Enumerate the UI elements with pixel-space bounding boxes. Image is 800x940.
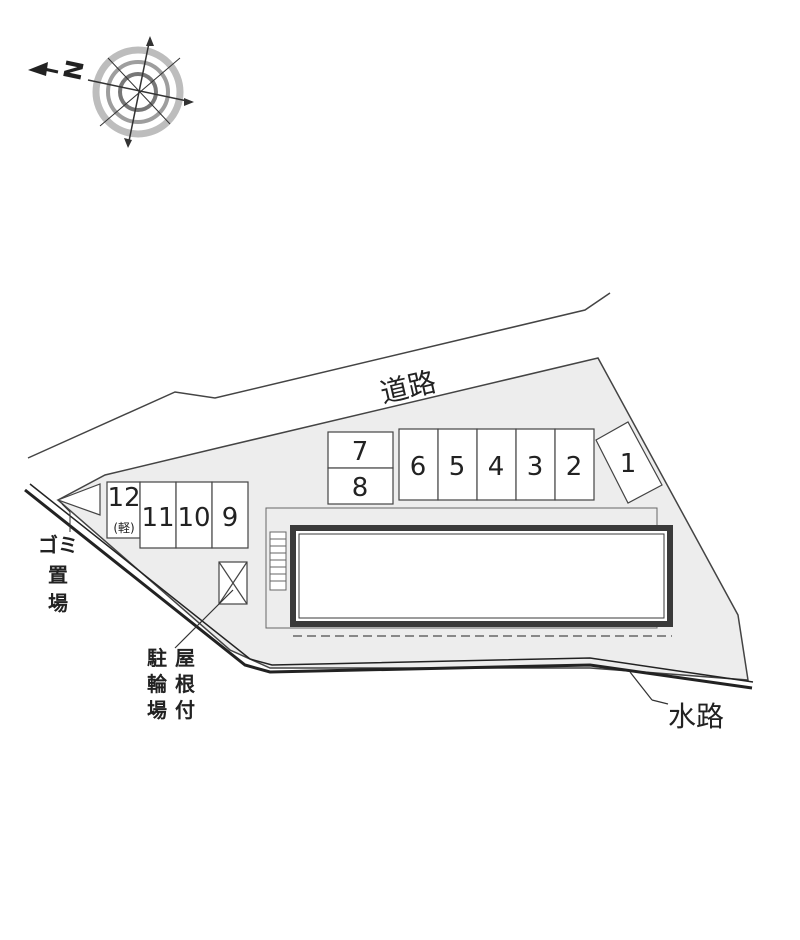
parking-space-6 (398, 428, 439, 501)
parking-space-10 (175, 481, 213, 549)
parking-row-top: 6 5 4 3 2 (398, 428, 595, 501)
parking-space-8 (327, 467, 394, 505)
parking-space-4-number: 4 (488, 452, 505, 482)
waterway-label: 水路 (668, 700, 724, 733)
bike-label-col1-2: 輪 (147, 672, 168, 696)
bike-label-col2-3: 付 (175, 698, 195, 722)
parking-space-5-number: 5 (449, 452, 466, 482)
parking-space-6-number: 6 (410, 452, 427, 482)
kei-note: (軽) (113, 521, 134, 535)
parking-space-4 (476, 428, 517, 501)
bike-label-col1-3: 場 (147, 698, 167, 722)
north-label: N (58, 57, 90, 82)
parking-space-2 (554, 428, 595, 501)
waterway-edge-inner (29, 483, 754, 683)
parking-space-7 (327, 431, 394, 469)
parking-space-11-number: 11 (141, 503, 174, 533)
garbage-label-line3: 場 (48, 591, 68, 615)
parking-space-9 (211, 481, 249, 549)
parking-space-3-number: 3 (527, 452, 544, 482)
waterway-edge-outer (24, 488, 753, 690)
garbage-label-line1: ゴミ (38, 533, 78, 557)
waterway-leader (629, 671, 653, 701)
parking-space-9-number: 9 (222, 503, 239, 533)
parking-space-1-number: 1 (620, 449, 637, 479)
building-inner (298, 533, 665, 619)
parking-space-12-number: 12 (107, 483, 140, 513)
parking-space-8-number: 8 (352, 473, 369, 503)
parking-row-left: 12 (軽) 11 10 9 (106, 481, 249, 549)
parking-space-12 (106, 481, 141, 539)
parking-space-7-number: 7 (352, 437, 369, 467)
road-edge (27, 292, 611, 459)
garbage-label-line2: 置 (48, 563, 68, 587)
stairs-icon (269, 531, 287, 591)
parking-space-2-number: 2 (566, 452, 583, 482)
parking-space-1 (595, 421, 663, 504)
bike-label-col2-1: 屋 (175, 646, 195, 670)
bike-label-col2-2: 根 (175, 672, 195, 696)
building (290, 525, 673, 627)
bicycle-parking-leader (174, 589, 234, 649)
parking-space-10-number: 10 (177, 503, 210, 533)
compass-icon: N (28, 36, 194, 148)
bike-label-col1-1: 駐 (147, 646, 167, 670)
garbage-area (56, 483, 101, 516)
